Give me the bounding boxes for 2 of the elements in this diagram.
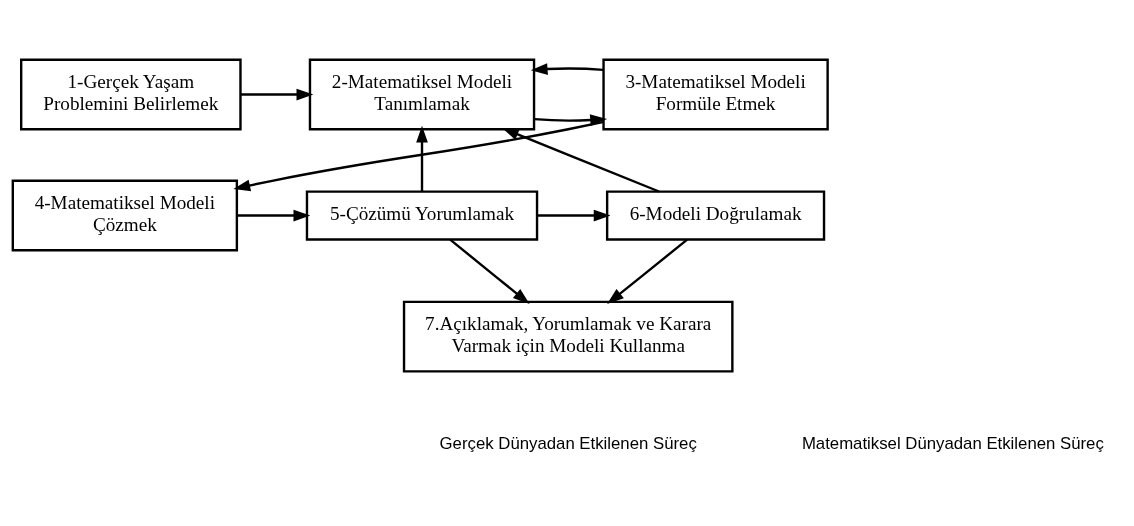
- label: Matematiksel Dünyadan Etkilenen Süreç: [801, 433, 1104, 453]
- label: Gerçek Dünyadan Etkilenen Süreç: [439, 433, 697, 453]
